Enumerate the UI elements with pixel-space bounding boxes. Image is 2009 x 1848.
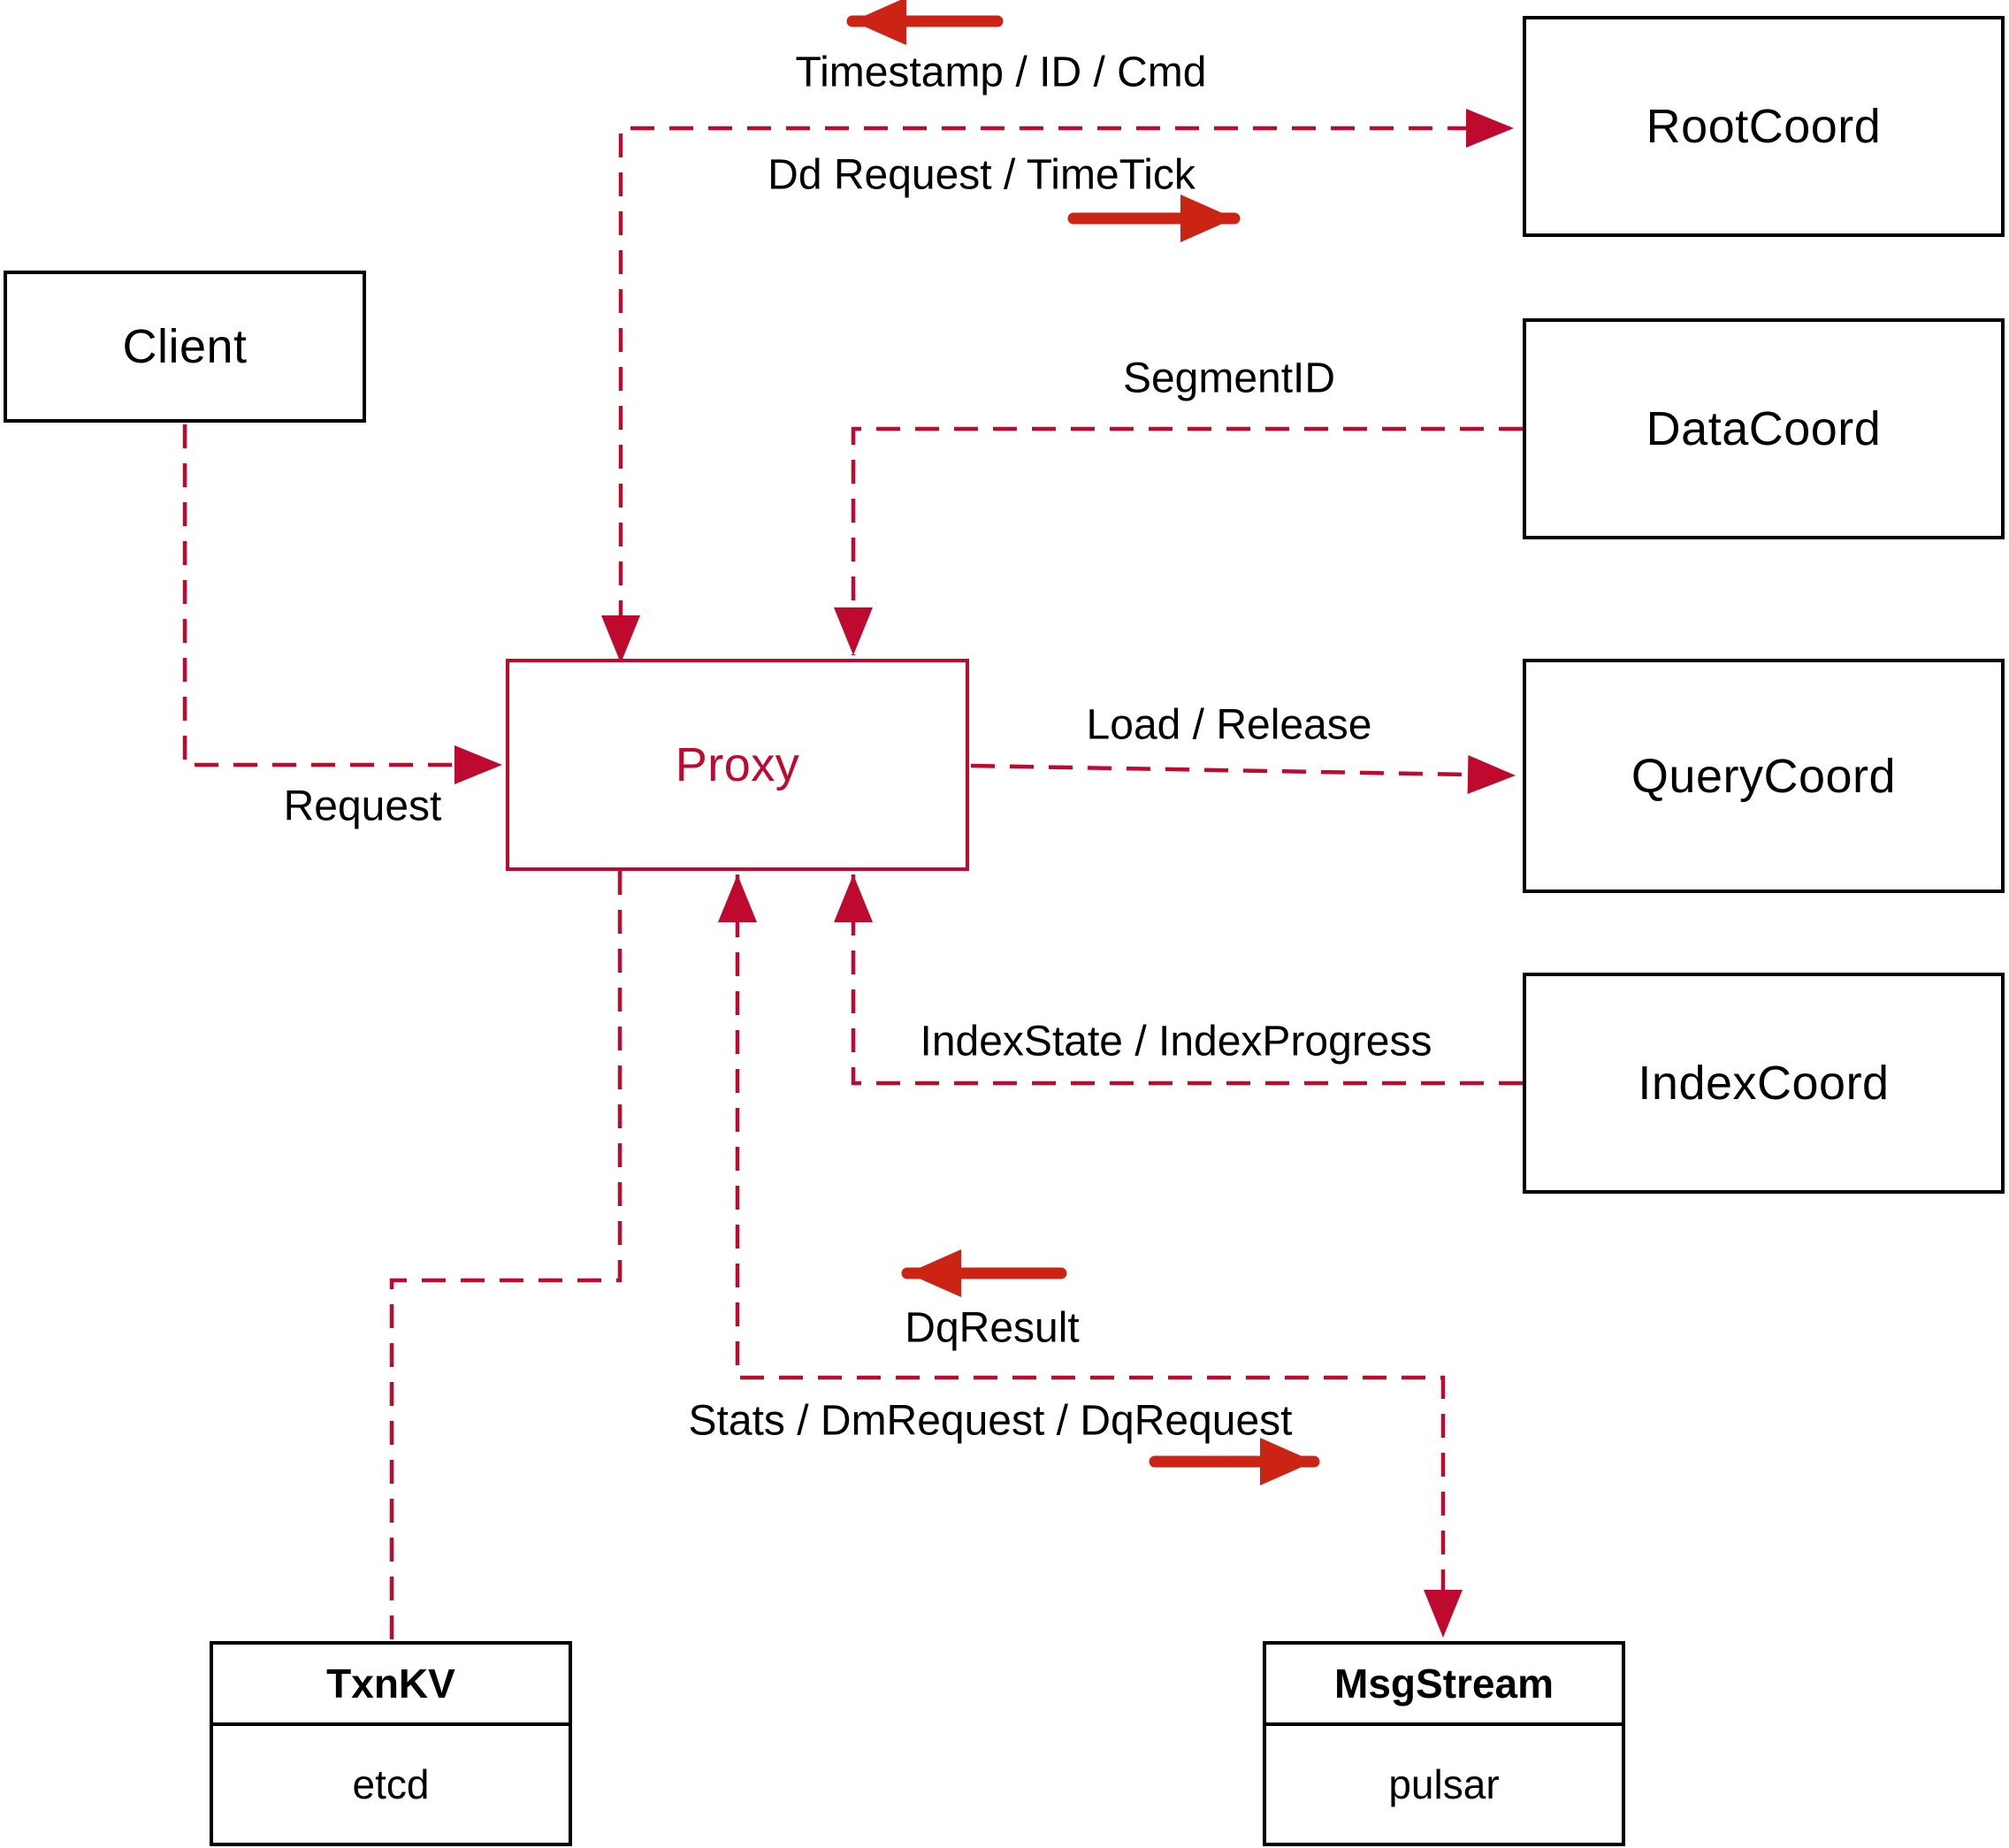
edge-label-segmentid: SegmentID <box>1122 355 1336 402</box>
edge-label-request: Request <box>283 783 442 830</box>
node-msgstream-title: MsgStream <box>1266 1645 1622 1726</box>
edge-label-indexstate-indexprogress: IndexState / IndexProgress <box>920 1018 1432 1065</box>
node-client: Client <box>4 271 366 423</box>
node-rootcoord-label: RootCoord <box>1646 100 1882 153</box>
node-querycoord: QueryCoord <box>1523 659 2005 893</box>
node-datacoord-label: DataCoord <box>1646 402 1882 455</box>
edge-client-proxy <box>182 424 502 784</box>
edge-label-dd-request-timetick: Dd Request / TimeTick <box>768 151 1195 199</box>
edge-proxy-querycoord <box>970 755 1516 795</box>
edge-label-timestamp-id-cmd: Timestamp / ID / Cmd <box>795 49 1207 96</box>
edge-datacoord-proxy <box>834 426 1523 655</box>
node-datacoord: DataCoord <box>1523 318 2005 539</box>
node-msgstream: MsgStream pulsar <box>1263 1641 1625 1846</box>
node-proxy: Proxy <box>506 659 969 871</box>
node-indexcoord: IndexCoord <box>1523 973 2005 1194</box>
node-proxy-label: Proxy <box>675 738 800 791</box>
node-txnkv: TxnKV etcd <box>210 1641 572 1846</box>
edge-proxy-msgstream <box>718 874 1463 1638</box>
edge-label-load-release: Load / Release <box>1086 701 1372 749</box>
node-rootcoord: RootCoord <box>1523 16 2005 237</box>
node-msgstream-impl: pulsar <box>1388 1761 1500 1807</box>
edge-label-dqresult: DqResult <box>905 1304 1080 1352</box>
node-querycoord-label: QueryCoord <box>1631 749 1897 803</box>
node-indexcoord-label: IndexCoord <box>1638 1057 1890 1110</box>
node-txnkv-title: TxnKV <box>213 1645 569 1726</box>
edge-proxy-txnkv <box>389 871 623 1639</box>
node-txnkv-impl: etcd <box>352 1761 430 1807</box>
node-client-label: Client <box>122 320 248 373</box>
edge-proxy-rootcoord <box>601 109 1514 663</box>
edge-label-stats-dmrequest-dqrequest: Stats / DmRequest / DqRequest <box>688 1397 1293 1445</box>
